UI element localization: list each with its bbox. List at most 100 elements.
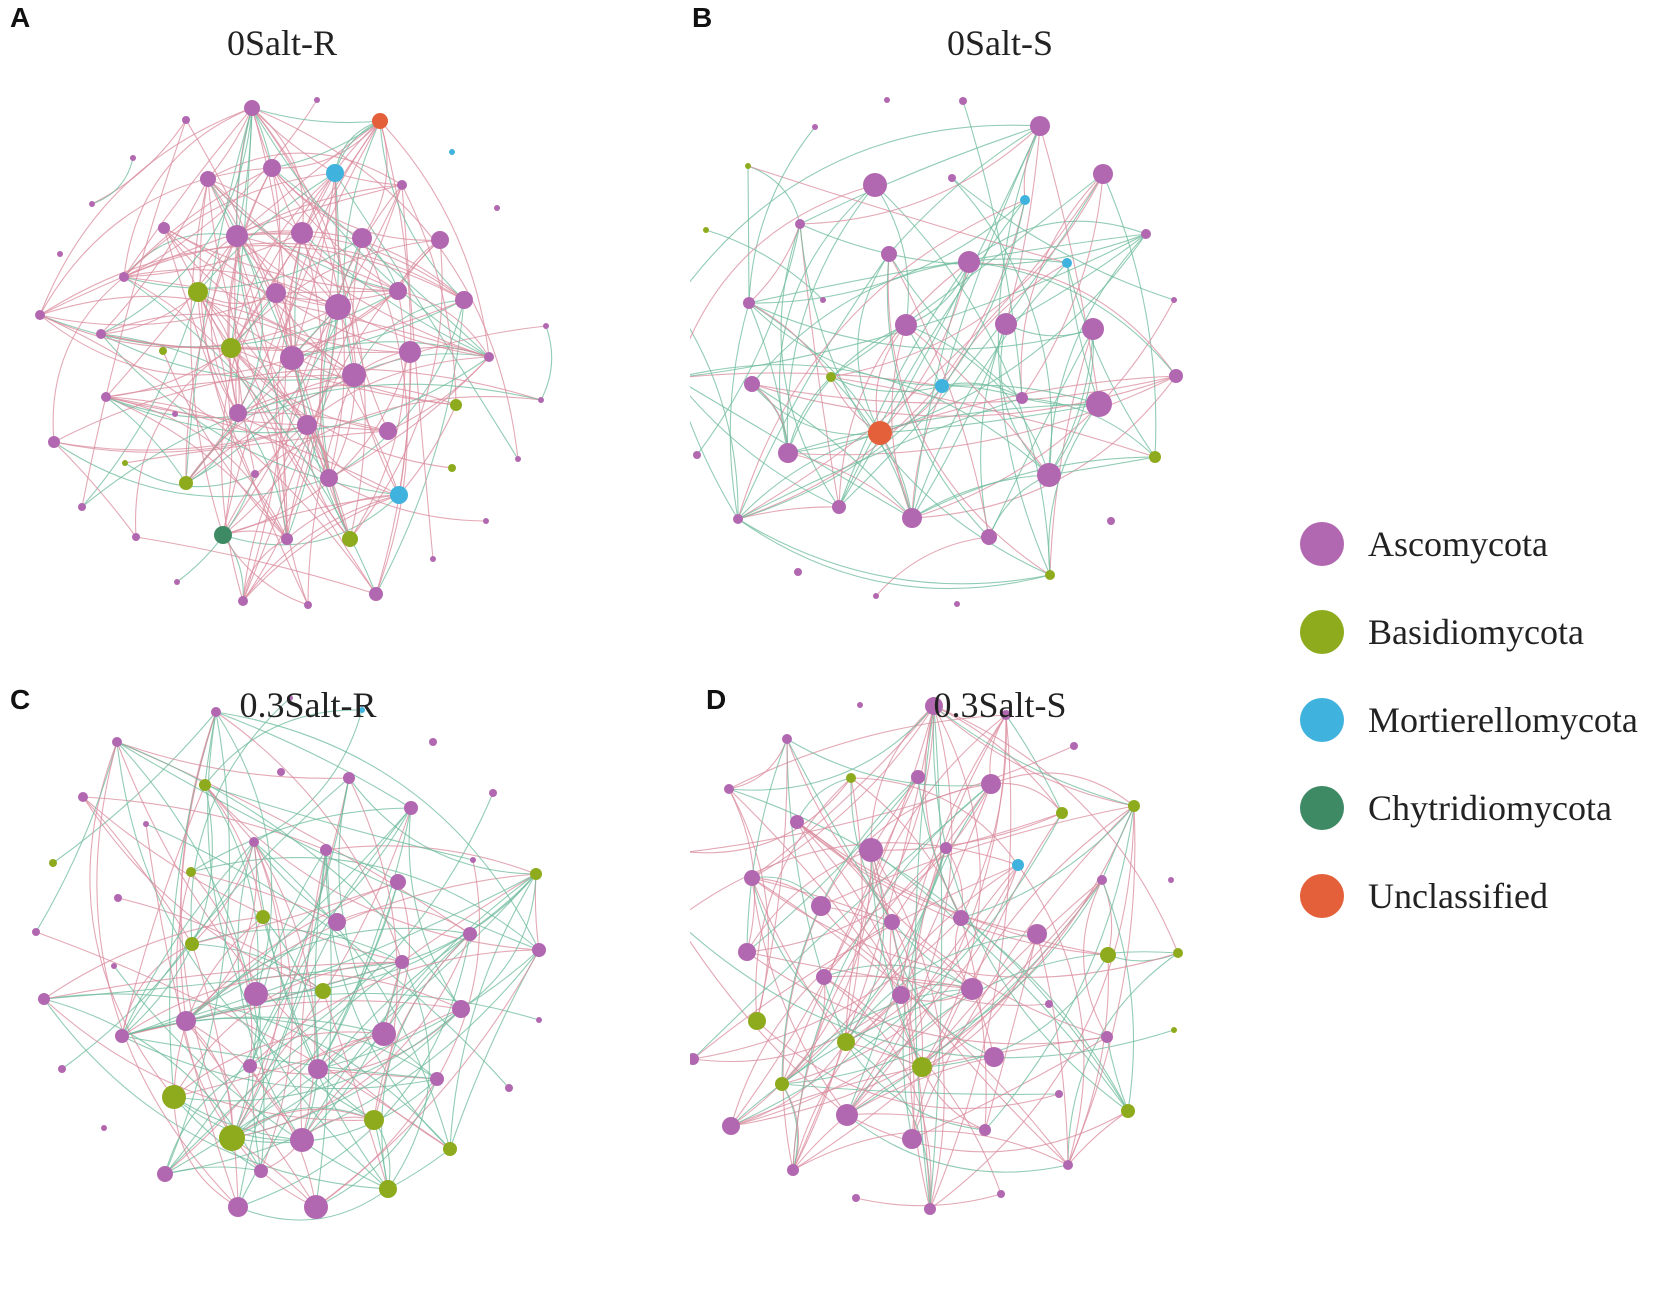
network-node	[959, 97, 967, 105]
network-edge	[746, 783, 992, 953]
network-node	[342, 363, 366, 387]
network-edge	[845, 1041, 986, 1131]
network-edge	[796, 821, 1109, 956]
network-edge	[730, 849, 872, 1127]
network-edge	[921, 705, 981, 1068]
network-edge	[301, 873, 537, 1141]
network-edge	[696, 223, 801, 456]
network-edge	[163, 227, 233, 536]
network-edge	[846, 1113, 986, 1131]
network-node	[372, 113, 388, 129]
network-edge	[162, 350, 288, 540]
network-node	[940, 842, 952, 854]
network-node	[794, 568, 802, 576]
network-node	[935, 379, 949, 393]
network-edge	[52, 711, 217, 864]
network-edge	[746, 951, 1108, 1045]
network-node	[452, 1000, 470, 1018]
network-edge	[781, 976, 826, 1085]
network-edge	[540, 325, 553, 401]
network-node	[1045, 570, 1055, 580]
network-edge	[870, 849, 923, 1068]
legend-item-mortierellomycota: Mortierellomycota	[1300, 676, 1660, 764]
network-node	[256, 910, 270, 924]
network-edge	[173, 1008, 462, 1102]
network-node	[1001, 710, 1011, 720]
network-edge	[231, 1108, 375, 1139]
network-node	[395, 955, 409, 969]
network-edge	[262, 916, 319, 1070]
network-node	[782, 734, 792, 744]
network-edge	[960, 917, 1129, 1112]
network-edge	[283, 306, 339, 606]
network-node	[738, 943, 756, 961]
network-node	[58, 1065, 66, 1073]
network-edge	[748, 302, 789, 454]
network-edge	[737, 199, 1026, 520]
network-edge	[960, 714, 1007, 919]
network-node	[836, 1104, 858, 1126]
network-edge	[375, 351, 411, 595]
network-node	[326, 164, 344, 182]
network-edge	[253, 841, 293, 1172]
network-edge	[53, 441, 137, 538]
network-node	[911, 770, 925, 784]
network-edge	[164, 1065, 251, 1175]
network-node	[200, 171, 216, 187]
network-edge	[100, 299, 465, 350]
network-edge	[222, 494, 400, 536]
network-edge	[191, 841, 255, 945]
network-node	[281, 533, 293, 545]
network-node	[229, 404, 247, 422]
network-edge	[781, 879, 1103, 1085]
network-edge	[874, 184, 909, 326]
network-node	[399, 341, 421, 363]
network-edge	[796, 821, 1069, 1166]
network-edge	[787, 233, 1147, 454]
network-edge	[253, 841, 338, 923]
network-edge	[728, 705, 935, 791]
network-node	[315, 983, 331, 999]
network-edge	[361, 237, 408, 595]
network-edge	[81, 383, 542, 508]
network-node	[101, 392, 111, 402]
network-edge	[1005, 714, 1063, 814]
network-edge	[830, 173, 1104, 378]
network-edge	[692, 783, 992, 1060]
network-node	[892, 986, 910, 1004]
network-node	[1168, 877, 1174, 883]
network-node	[372, 1022, 396, 1046]
network-edge	[1021, 173, 1104, 399]
network-edge	[343, 120, 381, 376]
network-edge	[1005, 323, 1094, 337]
network-node	[1173, 948, 1183, 958]
network-edge	[888, 253, 990, 538]
network-edge	[251, 107, 366, 540]
panel-title-b: 0Salt-S	[946, 23, 1053, 63]
network-edge	[271, 120, 381, 169]
network-edge	[997, 125, 1051, 576]
network-edge	[911, 474, 1050, 519]
network-node	[176, 1011, 196, 1031]
network-edge	[838, 261, 970, 508]
network-edge	[730, 812, 1063, 1127]
network-node	[958, 251, 980, 273]
network-node	[57, 251, 63, 257]
network-edge	[251, 107, 345, 479]
network-node	[997, 1190, 1005, 1198]
network-edge	[845, 933, 1038, 1043]
network-node	[251, 470, 259, 478]
network-edge	[43, 961, 403, 1000]
network-node	[902, 508, 922, 528]
network-edge	[845, 864, 1019, 1043]
network-edge	[105, 396, 187, 484]
edge-group	[690, 100, 1177, 597]
panel-d: D 0.3Salt-S	[690, 660, 1390, 1300]
panel-letter-a: A	[10, 2, 31, 33]
legend-label: Ascomycota	[1368, 524, 1548, 564]
network-node	[308, 1059, 328, 1079]
network-edge	[781, 776, 919, 1085]
network-edge	[53, 424, 308, 451]
network-node	[811, 896, 831, 916]
network-node	[1093, 164, 1113, 184]
